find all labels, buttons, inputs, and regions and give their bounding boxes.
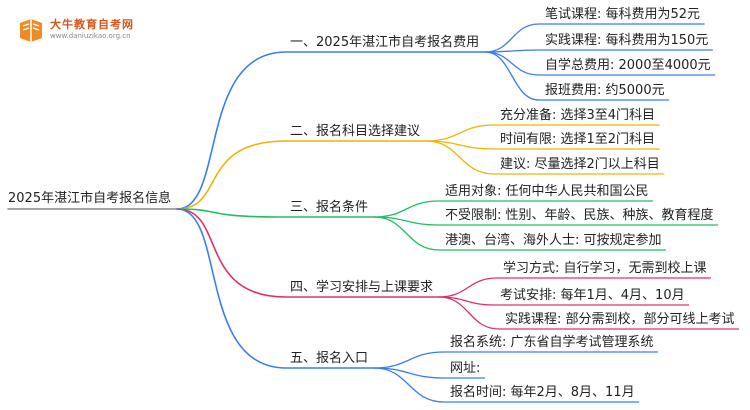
leaf-connector-2-3 <box>425 140 665 175</box>
branch-connector-4 <box>176 208 440 298</box>
leaf-node-3-1: 适用对象: 任何中华人民共和国公民 <box>445 184 649 199</box>
branch-node-4: 四、学习安排与上课要求 <box>290 280 434 295</box>
leaf-node-5-1: 报名系统: 广东省自学考试管理系统 <box>450 335 654 350</box>
branch-connector-1 <box>176 51 486 210</box>
leaf-connector-2-1 <box>425 124 660 142</box>
leaf-node-4-3: 实践课程: 部分需到校，部分可线上考试 <box>505 312 735 327</box>
leaf-connector-5-3 <box>373 367 640 403</box>
leaf-connector-4-1 <box>438 277 712 298</box>
leaf-connector-3-1 <box>373 200 654 218</box>
leaf-node-1-4: 报班费用: 约5000元 <box>545 83 665 98</box>
root-node: 2025年湛江市自考报名信息 <box>8 191 172 206</box>
leaf-node-2-2: 时间有限: 选择1至2门科目 <box>500 132 656 147</box>
leaf-connector-2-2 <box>425 140 660 150</box>
leaf-node-4-2: 考试安排: 每年1月、4月、10月 <box>500 288 685 303</box>
leaf-connector-3-3 <box>373 216 667 251</box>
leaf-node-3-2: 不受限制: 性别、年龄、民族、种族、教育程度 <box>445 208 714 223</box>
leaf-node-2-3: 建议: 尽量选择2门以上科目 <box>500 157 660 172</box>
leaf-connector-5-2 <box>373 367 486 379</box>
branch-node-5: 五、报名入口 <box>290 351 369 366</box>
leaf-connector-3-2 <box>373 216 719 226</box>
site-logo[interactable]: 大牛教育自考网 www.daniuzikao.org.cn <box>10 8 180 52</box>
branch-connector-2 <box>176 140 427 210</box>
leaf-node-5-2: 网址: <box>450 361 481 376</box>
logo-name: 大牛教育自考网 <box>50 18 134 31</box>
leaf-node-4-1: 学习方式: 自行学习，无需到校上课 <box>503 261 707 276</box>
leaf-node-1-1: 笔试课程: 每科费用为52元 <box>545 7 701 22</box>
book-logo-icon <box>20 19 42 42</box>
leaf-connector-5-1 <box>373 351 659 369</box>
leaf-node-1-2: 实践课程: 每科费用为150元 <box>545 33 709 48</box>
branch-connector-5 <box>176 208 375 369</box>
leaf-connector-1-4 <box>484 51 670 101</box>
leaf-connector-1-2 <box>484 49 713 53</box>
leaf-node-3-3: 港澳、台湾、海外人士: 可按规定参加 <box>445 233 662 248</box>
branch-node-2: 二、报名科目选择建议 <box>290 124 421 139</box>
leaf-connector-1-1 <box>484 23 705 53</box>
leaf-node-1-3: 自学总费用: 2000至4000元 <box>545 58 711 73</box>
branch-connector-3 <box>176 208 375 218</box>
leaf-node-5-3: 报名时间: 每年2月、8月、11月 <box>450 385 635 400</box>
leaf-connector-1-3 <box>484 51 716 76</box>
leaf-node-2-1: 充分准备: 选择3至4门科目 <box>500 108 656 123</box>
branch-node-1: 一、2025年湛江市自考报名费用 <box>290 35 480 50</box>
branch-node-3: 三、报名条件 <box>290 200 369 215</box>
leaf-connector-4-3 <box>438 296 740 330</box>
logo-url: www.daniuzikao.org.cn <box>50 32 131 40</box>
